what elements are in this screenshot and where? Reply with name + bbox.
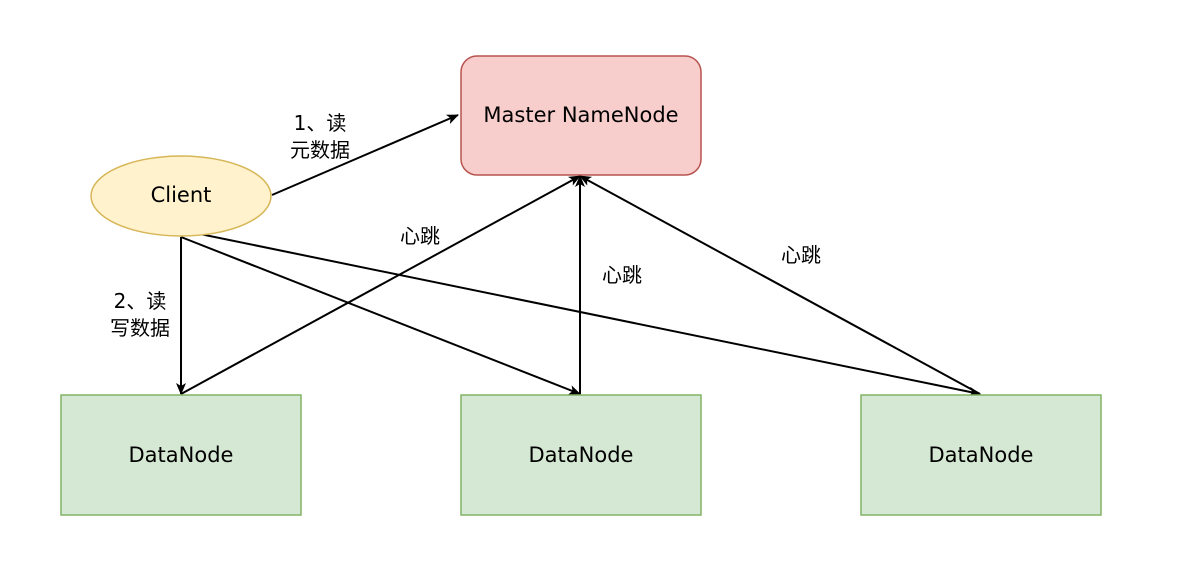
client: Client <box>90 155 272 237</box>
edge-datanode-3-heartbeat <box>579 175 981 395</box>
edge-labels: 1、读 元数据 2、读 写数据 心跳 心跳 心跳 <box>110 111 821 340</box>
heartbeat-label-1: 心跳 <box>400 224 440 248</box>
datanode-2-label: DataNode <box>529 443 634 467</box>
datanode-1: DataNode <box>60 394 302 516</box>
datanode-3-label: DataNode <box>929 443 1034 467</box>
rw-data-label-line1: 2、读 <box>114 289 167 313</box>
heartbeat-label-3: 心跳 <box>781 243 821 267</box>
datanode-3-box <box>860 394 1102 516</box>
read-metadata-label-line1: 1、读 <box>294 111 347 135</box>
master-namenode-box <box>460 55 702 176</box>
datanode-2-box <box>460 394 702 516</box>
edges <box>176 114 981 397</box>
datanode-3: DataNode <box>860 394 1102 516</box>
master-namenode-label: Master NameNode <box>483 103 678 127</box>
master-namenode: Master NameNode <box>460 55 702 176</box>
rw-data-label-line2: 写数据 <box>110 316 170 340</box>
client-ellipse <box>90 155 272 237</box>
edge-client-to-datanode-2 <box>180 236 581 395</box>
datanode-1-label: DataNode <box>129 443 234 467</box>
edge-client-to-master <box>271 114 459 196</box>
heartbeat-label-2: 心跳 <box>602 263 642 287</box>
datanode-1-box <box>60 394 302 516</box>
edge-datanode-1-heartbeat <box>180 175 581 395</box>
client-label: Client <box>151 183 212 207</box>
edge-client-to-datanode-3 <box>199 233 981 397</box>
read-metadata-label-line2: 元数据 <box>290 138 350 162</box>
datanode-2: DataNode <box>460 394 702 516</box>
